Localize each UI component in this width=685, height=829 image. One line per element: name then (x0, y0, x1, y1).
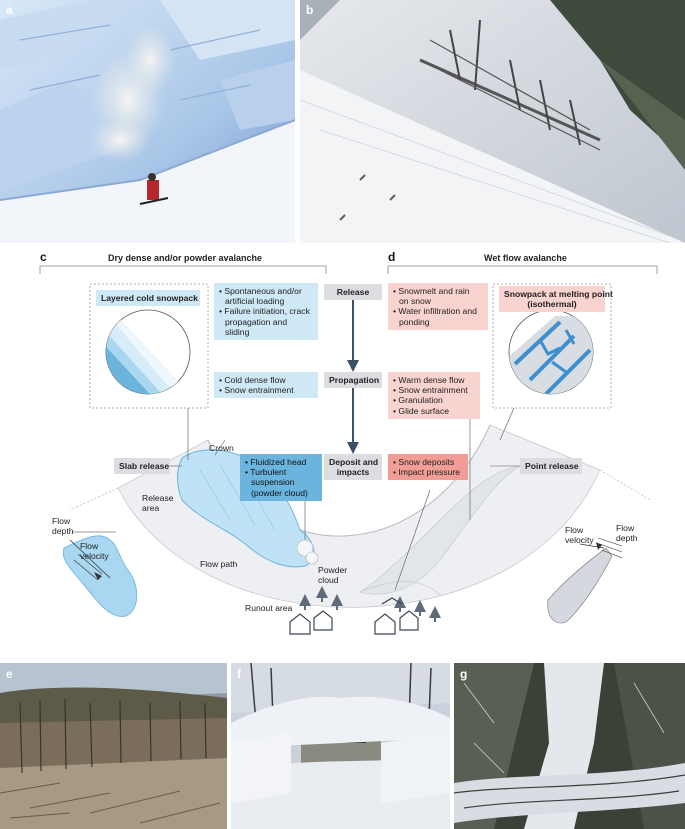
wet-deposit-description: • Snow deposits• Impact pressure (388, 454, 468, 480)
slab-release-label: Slab release (114, 458, 170, 474)
runout-area-label: Runout area (245, 603, 292, 613)
dry-deposit-description: • Fluidized head• Turbulent suspension(p… (240, 454, 322, 501)
dry-snowpack-label: Layered cold snowpack (96, 290, 200, 306)
wet-flow-velocity-label-line2: velocity (565, 535, 594, 545)
photo-f-buried-house (231, 663, 450, 829)
panel-label-e: e (6, 667, 13, 681)
dry-flow-velocity-label-line2: velocity (80, 551, 109, 561)
flow-path-label: Flow path (200, 559, 237, 569)
dry-flow-depth-label-line2: depth (52, 526, 74, 536)
photo-e-damaged-forest (0, 663, 227, 829)
dry-flow-velocity-label-line1: Flow (80, 541, 98, 551)
diagram-graphics (0, 0, 685, 660)
point-release-label: Point release (520, 458, 582, 474)
dry-flow-depth-label-line1: Flow (52, 516, 70, 526)
wet-snowpack-label: Snowpack at melting point(isothermal) (499, 286, 605, 312)
panel-label-f: f (237, 667, 241, 681)
photo-g-aerial-avalanche (454, 663, 685, 829)
wet-flow-depth-label-line1: Flow (616, 523, 634, 533)
wet-propagation-description: • Warm dense flow• Snow entrainment • Gr… (388, 372, 480, 419)
release-area-label-line2: area (142, 503, 159, 513)
powder-cloud-label-line1: Powder (318, 565, 347, 575)
panel-label-g: g (460, 667, 467, 681)
wet-flow-depth-label-line2: depth (616, 533, 638, 543)
stage-release: Release (324, 284, 382, 300)
wet-flow-velocity-label-line1: Flow (565, 525, 583, 535)
dry-propagation-description: • Cold dense flow• Snow entrainment (214, 372, 318, 398)
crown-label: Crown (209, 443, 234, 453)
powder-cloud-label-line2: cloud (318, 575, 339, 585)
stage-propagation: Propagation (324, 372, 382, 388)
release-area-label-line1: Release (142, 493, 174, 503)
